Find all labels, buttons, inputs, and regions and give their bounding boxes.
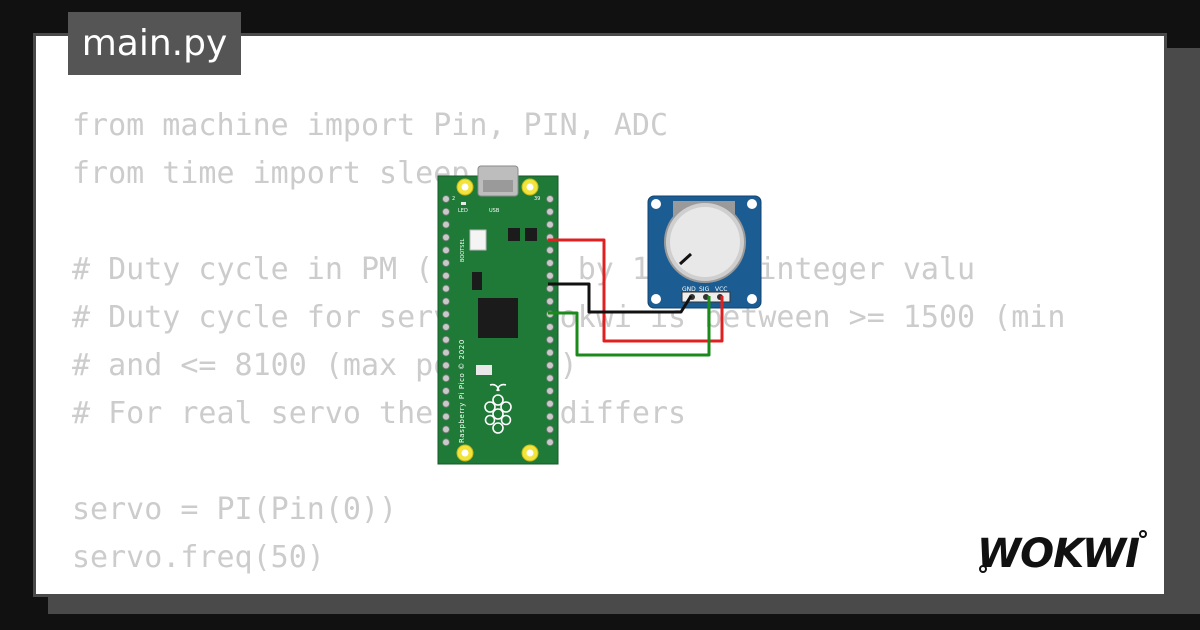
pico-pin[interactable] [442, 297, 450, 306]
pico-pin[interactable] [546, 348, 554, 357]
pot-knob-indicator-icon [678, 252, 693, 266]
wokwi-logo: WOKWI [977, 530, 1147, 577]
pico-pin[interactable] [546, 259, 554, 267]
pot-knob[interactable] [670, 207, 740, 277]
board-silk-text: Raspberry Pi Pico © 2020 [458, 339, 466, 443]
code-line: from time import sleep [72, 156, 470, 191]
pico-pin[interactable] [442, 374, 450, 383]
pico-pin[interactable] [546, 297, 554, 306]
pico-pin[interactable] [442, 425, 450, 434]
pico-pin[interactable] [546, 208, 554, 216]
pico-pin[interactable] [546, 323, 554, 331]
usb-port-icon [483, 180, 513, 192]
pico-pin[interactable] [442, 220, 450, 229]
pot-mount-hole [651, 294, 661, 304]
pico-pin[interactable] [442, 399, 450, 408]
pin-1-label: 2 [452, 196, 455, 202]
potentiometer[interactable]: GND SIG VCC [647, 195, 762, 309]
pico-pin[interactable] [546, 246, 554, 255]
pico-pin[interactable] [442, 246, 450, 255]
pico-pin[interactable] [546, 412, 554, 421]
pico-pin[interactable] [546, 335, 554, 344]
chip-flash [472, 272, 482, 290]
pot-pin-label-gnd: GND [682, 286, 696, 293]
led-icon [461, 202, 466, 205]
pico-pin[interactable] [546, 220, 554, 229]
pico-pin[interactable] [442, 348, 450, 357]
pico-pin[interactable] [546, 438, 554, 447]
chip-small [525, 228, 537, 241]
wire-vcc[interactable] [548, 238, 724, 343]
pico-pin[interactable] [546, 195, 554, 203]
pico-pin[interactable] [546, 399, 554, 408]
left-pin-header [442, 195, 450, 447]
mount-hole-center [461, 449, 469, 457]
led-label: LED [458, 208, 468, 214]
code-line: # Duty cycle for servo in wokwi is betwe… [72, 300, 1066, 335]
pico-pin[interactable] [442, 387, 450, 395]
pot-mount-hole [747, 199, 757, 209]
pico-pin[interactable] [546, 425, 554, 434]
pot-mount-hole [651, 199, 661, 209]
pico-pin[interactable] [546, 387, 554, 395]
pico-pin[interactable] [546, 271, 554, 280]
mount-hole-center [461, 183, 469, 191]
pico-pin[interactable] [442, 233, 450, 242]
logo-dot-icon [979, 565, 987, 573]
wokwi-logo-text: WOKWI [977, 531, 1140, 577]
pot-pin-label-sig: SIG [699, 286, 710, 293]
pot-mount-hole [747, 294, 757, 304]
logo-dot-icon [1139, 530, 1147, 538]
pico-pin[interactable] [442, 323, 450, 331]
wire-sig[interactable] [548, 296, 711, 357]
pico-pin[interactable] [442, 271, 450, 280]
pico-pin[interactable] [442, 208, 450, 216]
pico-pin[interactable] [442, 412, 450, 421]
bootsel-label: BOOTSEL [460, 238, 466, 262]
pico-pin[interactable] [442, 361, 450, 370]
mount-hole-center [526, 449, 534, 457]
bootsel-button[interactable] [469, 229, 487, 251]
mount-hole-center [526, 183, 534, 191]
code-line: servo = PI(Pin(0)) [72, 492, 398, 527]
raspberry-logo-icon [484, 383, 512, 434]
usb-label: USB [489, 208, 500, 214]
pico-pin[interactable] [442, 259, 450, 267]
pico-pin[interactable] [442, 310, 450, 319]
pico-pin[interactable] [442, 335, 450, 344]
pin-39-label: 39 [534, 196, 540, 202]
pico-pin[interactable] [546, 374, 554, 383]
pico-board[interactable]: 2 39 LED USB BOOTSEL Raspberry Pi Pico ©… [437, 165, 559, 465]
code-line: servo.freq(50) [72, 540, 325, 575]
regulator-icon [476, 365, 492, 375]
pico-pin[interactable] [442, 195, 450, 203]
code-line: # Duty cycle in PM ( is set by 16 bit in… [72, 252, 976, 287]
file-tab-title: main.py [81, 23, 228, 64]
chip-small [508, 228, 520, 241]
code-line: from machine import Pin, PIN, ADC [72, 108, 669, 143]
pico-pin[interactable] [442, 438, 450, 447]
file-tab[interactable]: main.py [68, 12, 241, 75]
rp2040-chip [478, 298, 518, 338]
pico-pin[interactable] [546, 284, 554, 293]
pot-pin-label-vcc: VCC [715, 286, 727, 293]
pico-pin[interactable] [546, 361, 554, 370]
wire-gnd[interactable] [548, 282, 693, 314]
right-pin-header [546, 195, 554, 447]
pico-pin[interactable] [442, 284, 450, 293]
